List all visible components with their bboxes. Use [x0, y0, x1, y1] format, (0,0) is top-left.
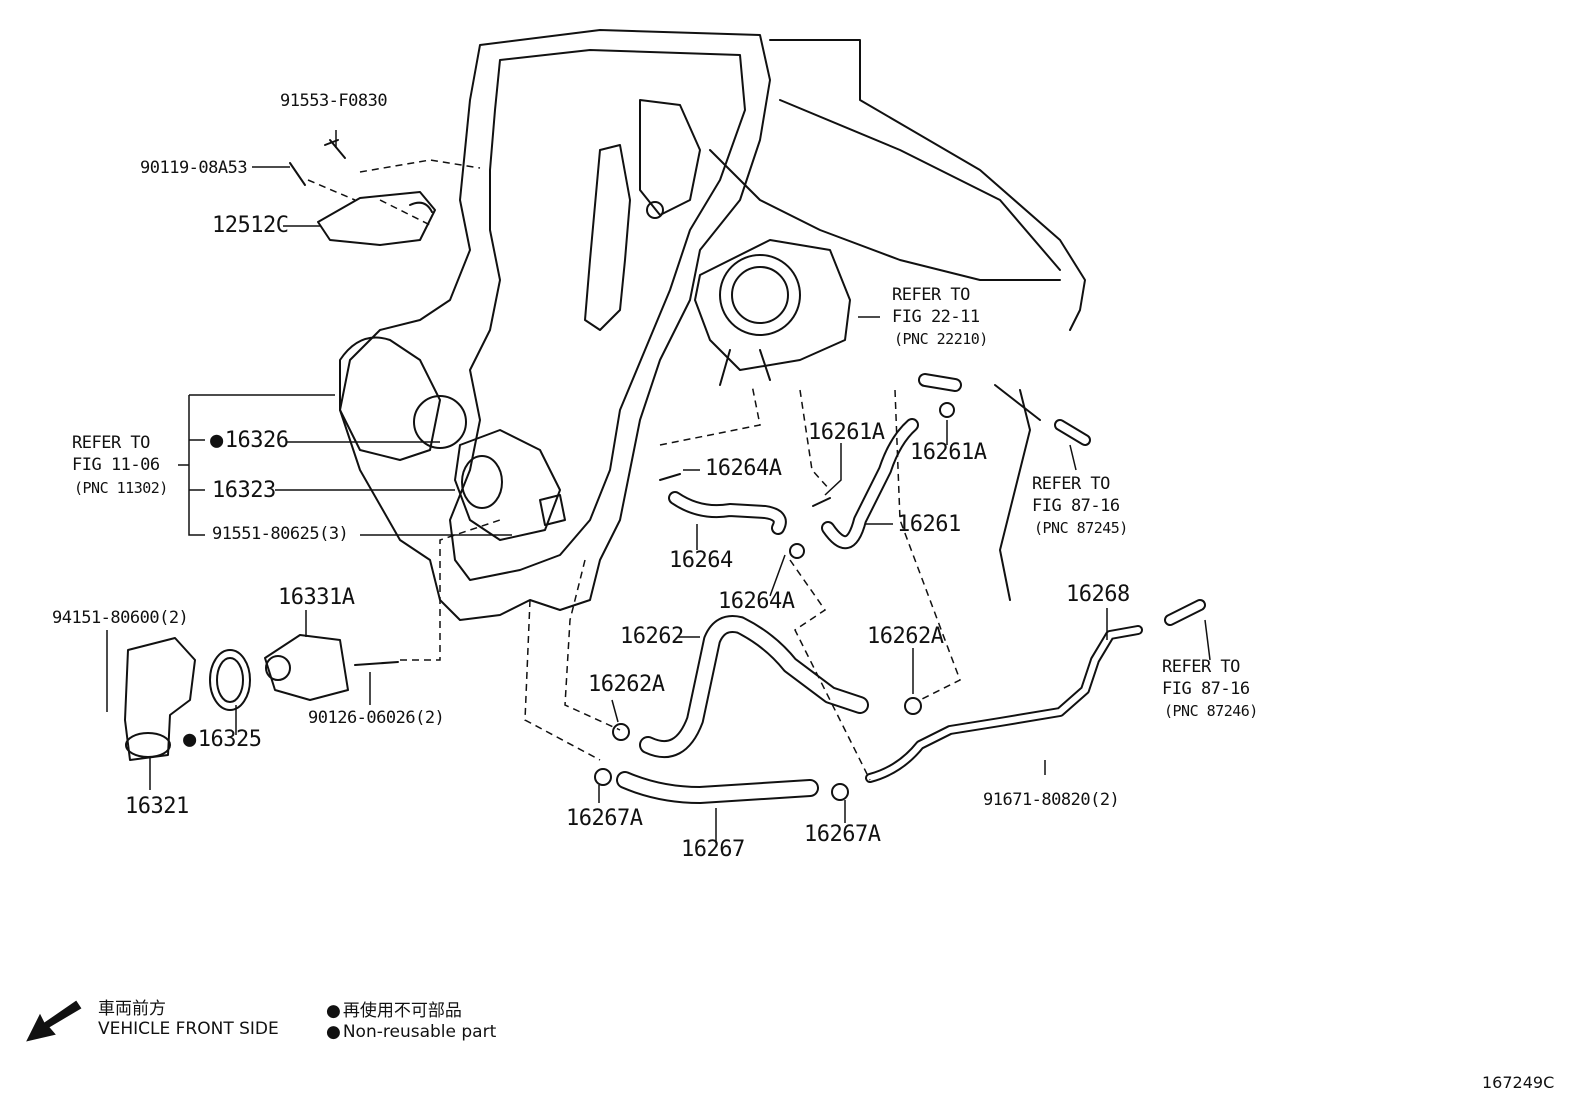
part-label-91553: 91553-F0830 [280, 91, 388, 111]
legend-nonreuse-en: Non-reusable part [326, 1022, 496, 1042]
ref-11-06-line2: FIG 11-06 [72, 455, 160, 475]
ref-22-11-line2: FIG 22-11 [892, 307, 980, 327]
ref-11-06-line1: REFER TO [72, 433, 150, 453]
part-label-16261a-1: 16261A [808, 420, 885, 445]
part-label-12512c: 12512C [212, 213, 289, 238]
part-label-94151: 94151-80600(2) [52, 608, 189, 628]
part-label-16268: 16268 [1066, 582, 1130, 607]
ref-11-06-line3: (PNC 11302) [74, 479, 168, 497]
part-label-16261: 16261 [897, 512, 961, 537]
ref-22-11-line1: REFER TO [892, 285, 970, 305]
part-label-16326: 16326 [210, 428, 289, 453]
legend-front-jp: 車両前方 [98, 999, 166, 1019]
part-label-16262a-1: 16262A [867, 624, 944, 649]
part-label-16321: 16321 [125, 794, 189, 819]
part-label-16262a-2: 16262A [588, 672, 665, 697]
figure-id: 167249C [1482, 1073, 1555, 1092]
part-label-16267a-1: 16267A [566, 806, 643, 831]
thermostat-16331a-drawing [264, 634, 349, 701]
ref-22-11-line3: (PNC 22210) [894, 330, 988, 348]
part-label-16264: 16264 [669, 548, 733, 573]
throttle-body-drawing [694, 239, 851, 386]
timing-cover-outline [339, 29, 771, 621]
part-label-91671: 91671-80820(2) [983, 790, 1120, 810]
ref-87-16b-line1: REFER TO [1162, 657, 1240, 677]
part-label-16267: 16267 [681, 837, 745, 862]
part-label-16323: 16323 [212, 478, 276, 503]
engine-block-outline [769, 39, 1086, 331]
ref-87-16b-line3: (PNC 87246) [1164, 702, 1258, 720]
part-label-16264a-1: 16264A [705, 456, 782, 481]
part-label-16262: 16262 [620, 624, 684, 649]
water-inlet-housing-drawing [454, 429, 566, 541]
part-label-91551: 91551-80625(3) [212, 524, 349, 544]
ref-87-16a-line3: (PNC 87245) [1034, 519, 1128, 537]
legend-front-en: VEHICLE FRONT SIDE [98, 1019, 279, 1039]
part-label-90119: 90119-08A53 [140, 158, 248, 178]
bracket-12512c-drawing [317, 191, 436, 246]
part-label-16331a: 16331A [278, 585, 355, 610]
ref-87-16a-line1: REFER TO [1032, 474, 1110, 494]
ref-87-16a-line2: FIG 87-16 [1032, 496, 1120, 516]
water-outlet-16321-drawing [124, 637, 196, 761]
part-label-16267a-2: 16267A [804, 822, 881, 847]
part-label-16264a-2: 16264A [718, 589, 795, 614]
gasket-16325-drawing [209, 649, 251, 711]
part-label-16325: 16325 [183, 727, 262, 752]
part-label-90126: 90126-06026(2) [308, 708, 445, 728]
part-label-16261a-2: 16261A [910, 440, 987, 465]
legend-nonreuse-jp: 再使用不可部品 [326, 996, 462, 1021]
front-arrow-icon [26, 1000, 82, 1042]
ref-87-16b-line2: FIG 87-16 [1162, 679, 1250, 699]
